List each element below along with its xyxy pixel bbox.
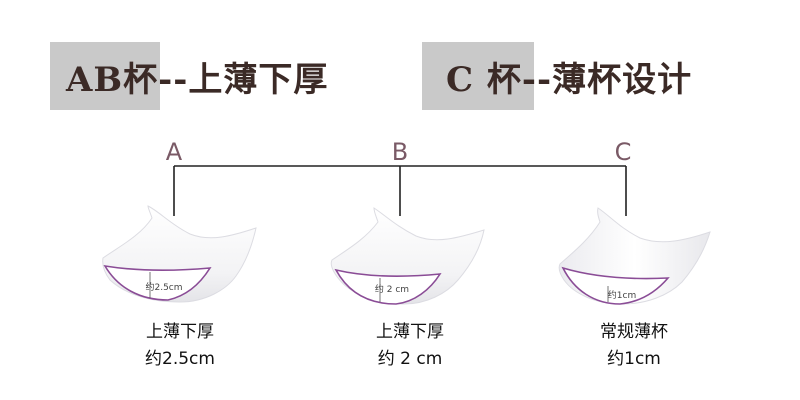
cup-b-name: 上薄下厚 [376,322,444,342]
cup-letter-c: C [614,138,632,166]
heading-highlight [50,42,160,110]
cup-b-tag: 约 2 cm [375,283,409,295]
cup-a-shape: 约2.5cm [102,205,257,303]
heading-c-cup-text: C 杯--薄杯设计 [446,59,693,100]
connector-lines [173,165,627,216]
heading-highlight [422,42,534,110]
cup-b-shape: 约 2 cm [330,207,485,305]
cup-letter-b: B [391,138,409,166]
cup-c-size: 约1cm [607,349,661,369]
cup-a-name: 上薄下厚 [146,322,214,342]
cup-letter-a: A [165,138,183,166]
cup-b-size: 约 2 cm [377,349,443,369]
heading-c-cup: C 杯--薄杯设计 [422,42,692,110]
heading-ab-cup-text: AB杯--上薄下厚 [66,59,329,100]
heading-ab-cup: AB杯--上薄下厚 [50,42,328,110]
cup-c-shape: 约1cm [558,207,711,305]
cup-a-size: 约2.5cm [145,349,215,369]
cup-c-tag: 约1cm [608,289,636,301]
cup-a-tag: 约2.5cm [145,281,182,293]
cup-c-name: 常规薄杯 [600,322,668,342]
